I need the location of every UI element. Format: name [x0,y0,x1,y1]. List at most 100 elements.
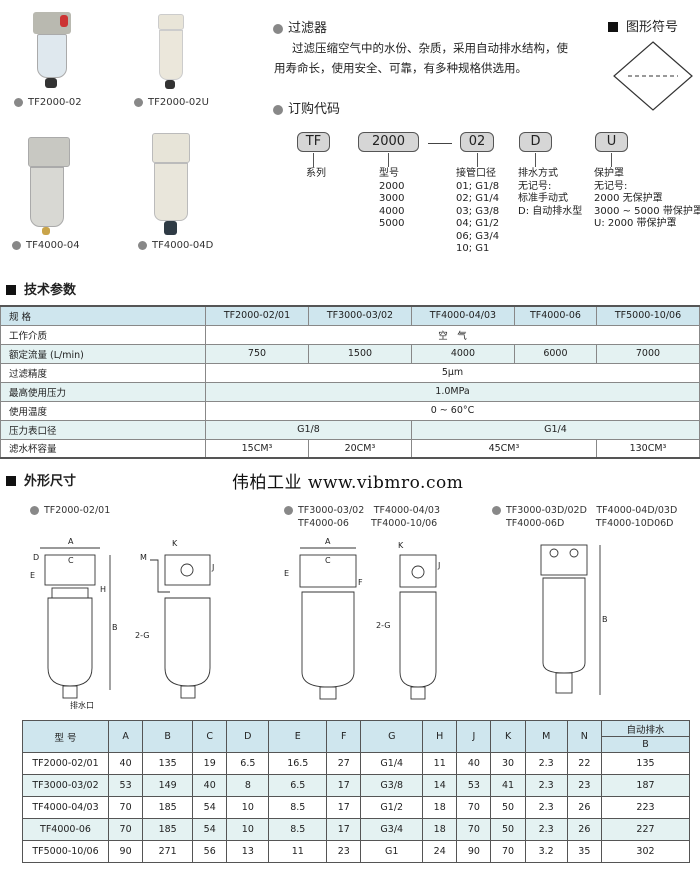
bullet-icon [134,97,143,107]
table-cell: G1 [360,840,424,863]
table-cell: 空 气 [205,324,700,345]
table-cell: 10 [226,796,270,819]
table-cell: 16.5 [268,752,328,775]
model-cell: TF2000-02/01 [22,752,109,775]
guard-item: 3000 ~ 5000 带保护罩 [594,205,700,217]
table-header: G [360,720,424,753]
table-cell: 70 [456,818,492,841]
model-desc: 型号 2000 3000 4000 5000 [379,168,404,231]
square-bullet-icon [6,476,16,486]
product-name: TF4000-04D [152,240,214,251]
table-cell: G1/2 [360,796,424,819]
table-cell: 56 [192,840,228,863]
filter-symbol-icon [613,41,693,111]
dims-title-text: 外形尺寸 [24,474,77,489]
dim-letter: E [284,569,289,578]
dim-letter: 2-G [135,631,149,640]
table-cell: 8.5 [268,818,328,841]
dash-divider [428,143,452,144]
table-cell: 53 [107,774,144,797]
table-cell: 26 [566,796,603,819]
drawing-tf2000-front [40,547,111,699]
table-cell: 0 ~ 60°C [205,400,700,421]
table-header: TF4000-06 [513,305,597,326]
table-cell: 3.2 [524,840,568,863]
drawing-tf2000-side [150,554,211,699]
table-cell: G3/8 [360,774,424,797]
table-cell: 4000 [410,343,515,364]
table-cell: 30 [490,752,526,775]
table-cell: 15CM³ [205,438,309,459]
bullet-icon [273,23,283,34]
square-bullet-icon [608,22,618,32]
dim-letter: B [112,623,118,632]
table-cell: 2.3 [524,752,568,775]
dim-letter: J [437,561,440,570]
port-desc: 接管口径 01; G1/8 02; G1/4 03; G3/8 04; G1/2… [456,168,499,256]
row-label: 额定流量 (L/min) [0,343,206,364]
dim-letter: D [33,553,39,562]
table-cell: 6.5 [268,774,328,797]
table-cell: 187 [601,774,690,797]
table-cell: 223 [601,796,690,819]
table-cell: 18 [422,796,458,819]
dim-letter: C [68,556,74,565]
table-cell: 11 [422,752,458,775]
table-header: E [268,720,328,753]
connector-line [611,153,612,167]
table-header: N [566,720,603,753]
table-cell: 8 [226,774,270,797]
code-box-drain: D [519,132,552,152]
bullet-icon [14,97,23,107]
code-box-model: 2000 [358,132,419,152]
table-header: J [456,720,492,753]
model-item: 3000 [379,193,405,204]
connector-line [388,153,389,167]
table-cell: 50 [490,818,526,841]
dim-letter: A [325,537,331,546]
table-header: C [192,720,228,753]
order-title: 订购代码 [273,98,340,117]
bullet-icon [492,506,501,515]
dims-group-line: TF3000-03D/02D TF4000-04D/03D [506,505,678,516]
table-cell: G1/4 [410,419,700,440]
guard-item: 2000 无保护罩 [594,193,663,204]
product-label: TF4000-04D [138,240,213,251]
drain-desc: 排水方式 无记号: 标准手动式 D: 自动排水型 [518,168,582,218]
dim-letter: H [100,585,106,594]
table-header: TF2000-02/01 [205,305,309,326]
row-label: 工作介质 [0,324,206,345]
table-cell: 10 [226,818,270,841]
table-cell: 11 [268,840,328,863]
drain-title: 排水方式 [518,168,558,179]
table-cell: 130CM³ [595,438,700,459]
dim-letter: K [172,539,178,548]
table-cell: 135 [142,752,194,775]
model-cell: TF4000-04/03 [22,796,109,819]
table-cell: 17 [326,818,362,841]
port-item: 04; G1/2 [456,218,500,229]
connector-line [535,153,536,167]
dims-group-line: TF3000-03/02 TF4000-04/03 [298,505,440,516]
port-item: 06; G3/4 [456,230,500,242]
table-row: 规 格 TF2000-02/01 TF3000-03/02 TF4000-04/… [0,305,700,326]
table-cell: 8.5 [268,796,328,819]
dims-title: 外形尺寸 [6,470,76,489]
model-item: 5000 [379,218,405,229]
drain-item: 无记号: [518,180,552,192]
model-cell: TF5000-10/06 [22,840,109,863]
square-bullet-icon [6,285,16,295]
code-box-series: TF [297,132,330,152]
table-cell: 6000 [513,343,597,364]
code-box-guard: U [595,132,628,152]
table-cell: 70 [456,796,492,819]
